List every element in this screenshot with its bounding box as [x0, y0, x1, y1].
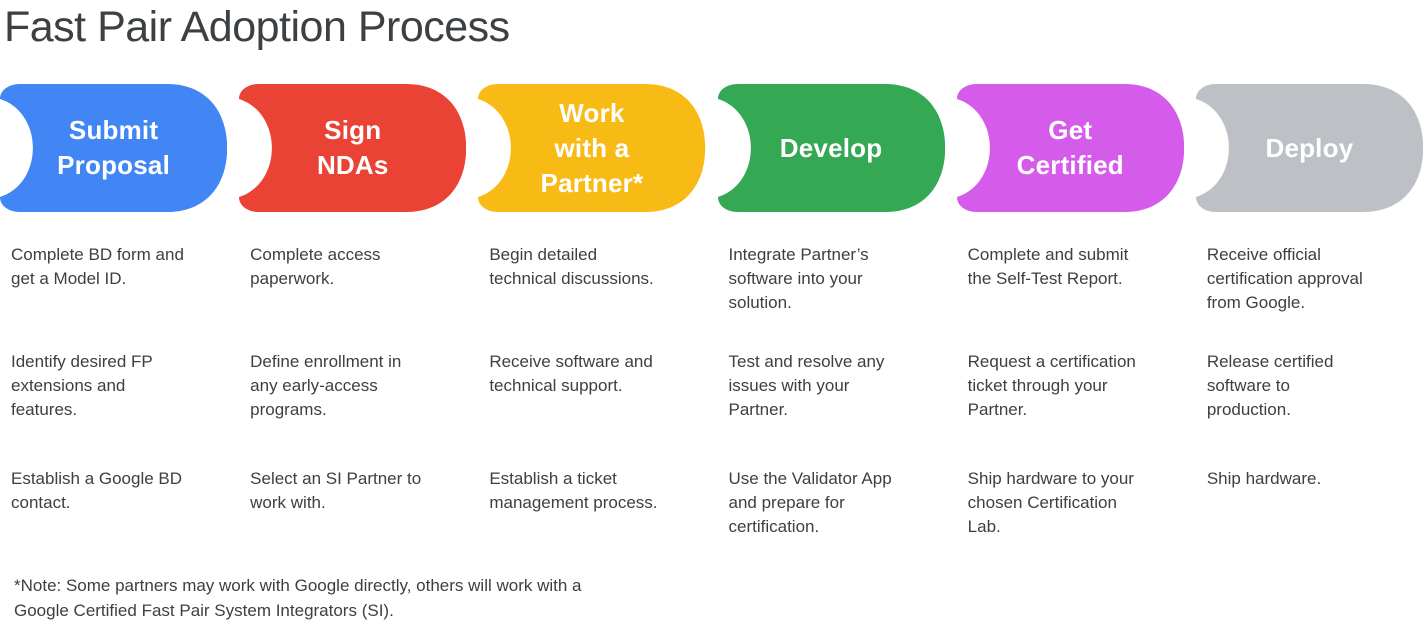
task-text: Use the Validator App and prepare for ce…	[728, 469, 892, 536]
pill-arrow-fill	[239, 84, 467, 212]
step-label: Deploy	[1265, 132, 1354, 163]
step-column-submit-proposal: Submit Proposal Complete BD form and get…	[0, 84, 228, 563]
pill-arrow-fill	[717, 84, 945, 212]
step-column-develop: Develop Integrate Partner’s software int…	[717, 84, 945, 563]
process-steps-row: Submit Proposal Complete BD form and get…	[0, 84, 1423, 563]
task-text: Identify desired FP extensions and featu…	[11, 352, 153, 419]
step-label: Work with a Partner*	[540, 97, 644, 198]
step-label: Get Certified	[1016, 115, 1124, 180]
step-shape-work-with-partner: Work with a Partner*	[478, 84, 706, 212]
task-text: Ship hardware.	[1206, 469, 1322, 488]
pill-arrow-fill	[0, 84, 228, 212]
step-label: Develop	[779, 132, 883, 163]
pill-arrow-shape	[1195, 84, 1423, 212]
step-column-sign-ndas: Sign NDAs Complete access paperwork. Def…	[239, 84, 467, 563]
task-text: Complete access paperwork.	[250, 245, 381, 288]
step-label: Submit Proposal	[57, 115, 170, 180]
step-column-work-with-partner: Work with a Partner* Begin detailed tech…	[478, 84, 706, 563]
pill-arrow-fill	[956, 84, 1184, 212]
step-column-deploy: Deploy Receive official certification ap…	[1195, 84, 1423, 563]
task-text: Receive software and technical support.	[489, 352, 653, 395]
pill-arrow-shape	[956, 84, 1184, 212]
pill-arrow-shape	[239, 84, 467, 212]
task-text: Define enrollment in any early-access pr…	[250, 352, 402, 419]
pill-arrow-shape	[717, 84, 945, 212]
step-column-get-certified: Get Certified Complete and submit the Se…	[956, 84, 1184, 563]
task-text: Receive official certification approval …	[1206, 245, 1363, 312]
pill-arrow-shape	[0, 84, 228, 212]
pill-arrow-fill	[1195, 84, 1423, 212]
task-text: Establish a ticket management process.	[489, 469, 658, 512]
step-shape-deploy: Deploy	[1195, 84, 1423, 212]
task-text: Begin detailed technical discussions.	[489, 245, 654, 288]
pill-arrow-fill	[478, 84, 706, 212]
pill-arrow-shape	[478, 84, 706, 212]
step-shape-sign-ndas: Sign NDAs	[239, 84, 467, 212]
page-title: Fast Pair Adoption Process	[4, 3, 510, 51]
task-text: Test and resolve any issues with your Pa…	[728, 352, 885, 419]
task-text: Request a certification ticket through y…	[967, 352, 1136, 419]
step-label: Sign NDAs	[316, 115, 389, 180]
step-shape-develop: Develop	[717, 84, 945, 212]
step-shape-submit-proposal: Submit Proposal	[0, 84, 228, 212]
task-text: Complete and submit the Self-Test Report…	[967, 245, 1129, 288]
footnote: *Note: Some partners may work with Googl…	[14, 576, 582, 620]
task-text: Complete BD form and get a Model ID.	[11, 245, 184, 288]
task-text: Establish a Google BD contact.	[11, 469, 183, 512]
task-text: Ship hardware to your chosen Certificati…	[967, 469, 1134, 536]
step-shape-get-certified: Get Certified	[956, 84, 1184, 212]
task-text: Release certified software to production…	[1206, 352, 1334, 419]
task-text: Integrate Partner’s software into your s…	[728, 245, 869, 312]
task-text: Select an SI Partner to work with.	[250, 469, 422, 512]
